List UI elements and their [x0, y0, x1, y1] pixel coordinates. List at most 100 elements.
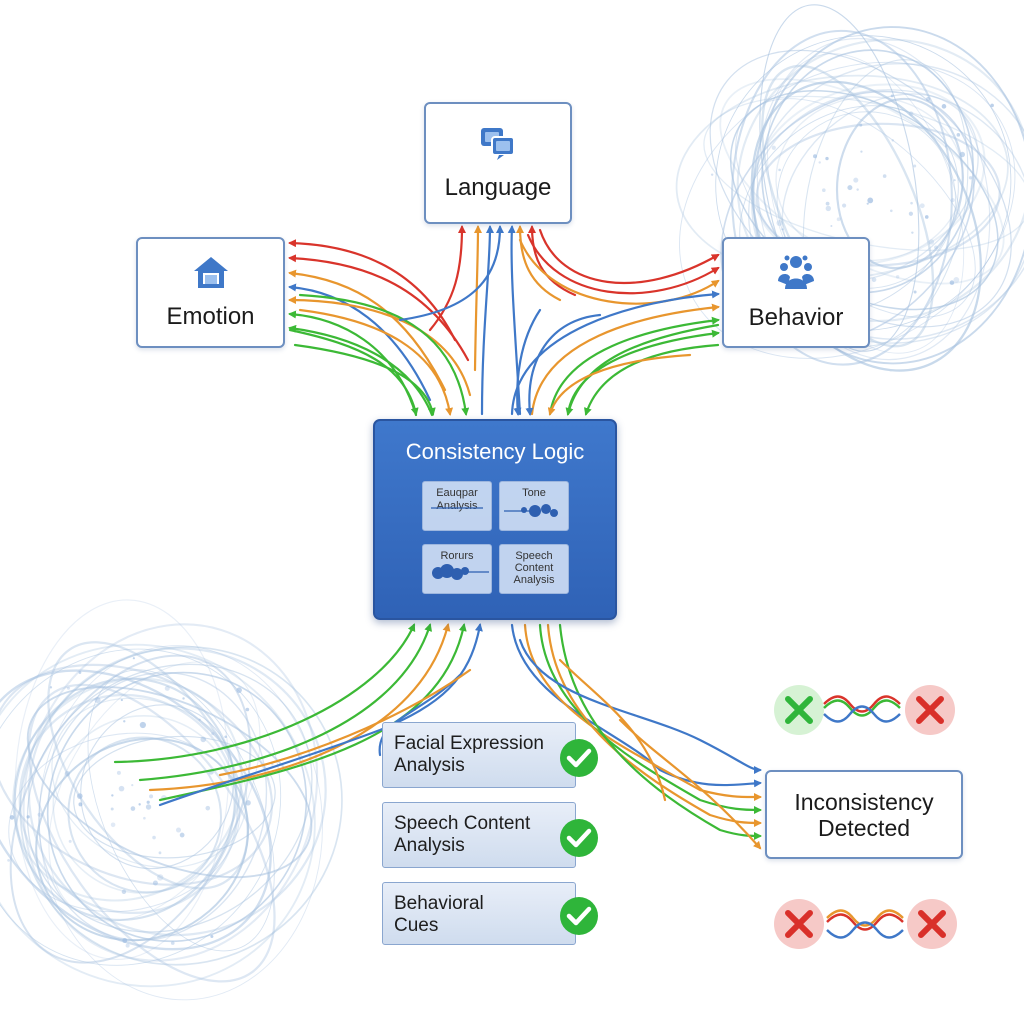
checklist-item-speech-content[interactable]: Speech Content Analysis — [382, 802, 598, 868]
swirl-dot — [941, 104, 947, 109]
flow-core-language — [480, 225, 494, 416]
tile-line: Analysis — [513, 574, 555, 586]
swirl-dot — [919, 203, 925, 209]
swirl-dot — [990, 103, 994, 108]
swirl-dot — [182, 697, 185, 700]
cross-icon — [904, 684, 956, 741]
swirl-line — [18, 693, 239, 915]
swirl-line — [0, 643, 316, 988]
swirl-line — [775, 96, 964, 262]
swirl-line — [835, 97, 964, 270]
flow-left-core — [158, 623, 467, 802]
wave-signal-icon — [825, 904, 905, 949]
person-group-icon — [776, 253, 816, 296]
flow-core-emotion — [288, 283, 432, 402]
tile-line: Speech — [515, 550, 553, 562]
node-inconsistency-detected[interactable]: Inconsistency Detected — [765, 770, 963, 859]
node-language[interactable]: Language — [424, 102, 572, 224]
swirl-line — [26, 663, 313, 933]
swirl-dot — [66, 686, 70, 690]
swirl-dot — [908, 111, 914, 116]
swirl-dot — [953, 277, 960, 283]
checklist-item-facial-expression[interactable]: Facial Expression Analysis — [382, 722, 598, 788]
flow-core-inconsistency — [558, 658, 667, 802]
flow-behavior-core — [547, 353, 692, 416]
core-tile-focus: Rorurs — [422, 544, 492, 594]
swirl-dot — [825, 201, 830, 206]
swirl-dot — [37, 812, 42, 817]
node-behavior[interactable]: Behavior — [722, 237, 870, 348]
swirl-dot — [78, 671, 82, 674]
consistency-logic-block[interactable]: Consistency Logic Eauqpar Analysis Tone … — [373, 419, 617, 620]
swirl-dot — [856, 188, 859, 191]
flow-behavior-core — [584, 343, 720, 416]
tile-line: Rorurs — [440, 550, 474, 562]
flow-core-language — [473, 225, 482, 372]
cross-icon — [773, 898, 825, 955]
chat-bubbles-icon — [479, 125, 517, 166]
checklist-item-behavioral-cues[interactable]: Behavioral Cues — [382, 882, 598, 945]
checklist-item-label: Analysis — [394, 755, 465, 776]
swirl-dot — [200, 736, 207, 743]
swirl-dot — [158, 851, 162, 855]
flow-left-core — [148, 623, 451, 792]
swirl-line — [73, 735, 276, 859]
tone-glyph-icon — [504, 504, 558, 517]
swirl-line — [22, 623, 319, 962]
swirl-dot — [143, 816, 146, 820]
inconsistency-label-line1: Inconsistency — [794, 788, 934, 815]
swirl-dot — [205, 805, 211, 811]
node-emotion[interactable]: Emotion — [136, 237, 285, 348]
check-icon — [559, 738, 599, 784]
flow-core-emotion — [288, 254, 470, 362]
check-icon — [559, 818, 599, 864]
swirl-dot — [813, 154, 818, 159]
swirl-line — [13, 677, 237, 921]
swirl-line — [38, 645, 323, 1001]
tile-line: Content — [514, 562, 554, 574]
flow-core-inconsistency — [558, 623, 762, 840]
swirl-line — [761, 64, 935, 348]
swirl-line — [0, 669, 272, 951]
flow-behavior-core — [565, 323, 720, 416]
swirl-dot — [122, 938, 128, 943]
swirl-dot — [778, 168, 781, 172]
swirl-line — [752, 26, 1024, 365]
swirl-line — [759, 4, 920, 352]
flow-core-language — [428, 225, 466, 332]
swirl-line — [38, 671, 268, 942]
swirl-line — [756, 37, 991, 361]
swirl-dot — [123, 720, 126, 723]
flow-core-behavior — [510, 290, 720, 416]
swirl-line — [19, 645, 343, 966]
swirl-line — [752, 83, 986, 266]
swirl-dot — [94, 697, 101, 704]
swirl-dot — [781, 228, 784, 231]
swirl-dot — [950, 198, 955, 203]
flow-left-core — [138, 623, 432, 782]
checklist-item-label: Facial Expression — [394, 733, 544, 754]
flow-core-inconsistency — [523, 623, 762, 802]
swirl-line — [0, 663, 273, 886]
swirl-dot — [64, 770, 71, 777]
flow-core-inconsistency — [546, 623, 762, 827]
swirl-dot — [771, 145, 776, 150]
swirl-dot — [910, 201, 913, 205]
swirl-dot — [913, 164, 917, 168]
swirl-dot — [236, 687, 242, 693]
swirl-dot — [116, 770, 121, 775]
inconsistency-label-line2: Detected — [817, 814, 911, 841]
flow-core-emotion — [288, 324, 434, 417]
swirl-dot — [822, 188, 826, 193]
cross-icon — [906, 898, 958, 955]
swirl-dot — [78, 802, 83, 807]
swirl-dot — [26, 815, 30, 819]
core-tile-analysis: Eauqpar Analysis — [422, 481, 492, 531]
swirl-line — [748, 89, 1024, 344]
swirl-dot — [842, 203, 847, 208]
swirl-dot — [924, 215, 929, 219]
swirl-line — [48, 661, 261, 922]
swirl-dot — [139, 721, 146, 729]
swirl-dot — [925, 96, 931, 102]
